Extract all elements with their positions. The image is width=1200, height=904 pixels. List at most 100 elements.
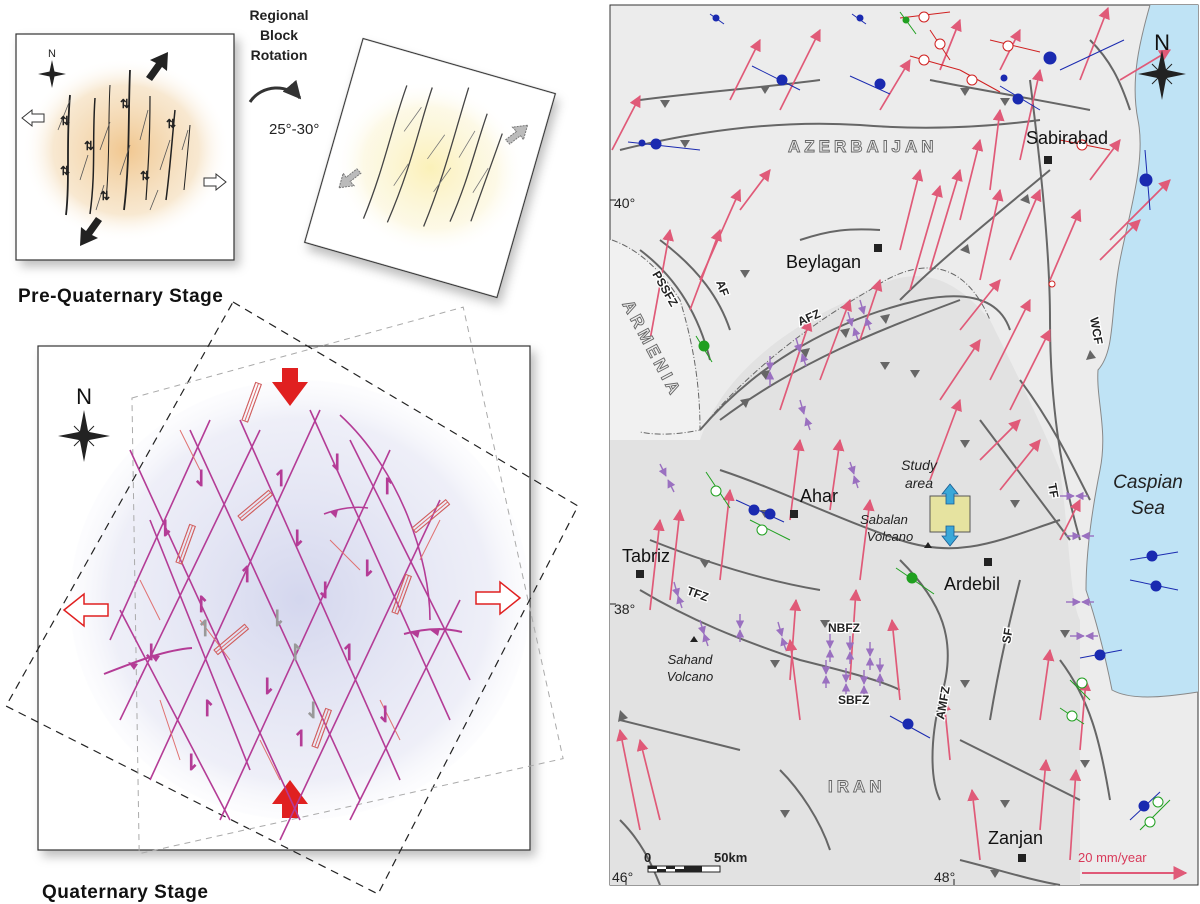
pre-quaternary-panel: N ⇅ ⇅ ⇅ ⇅ ⇅ ⇅ ⇅ [15, 33, 235, 261]
svg-text:⇂: ⇂ [358, 556, 376, 581]
thrust-teeth [618, 86, 1096, 878]
city-labels: Sabirabad Beylagan Ahar Tabriz Ardebil Z… [622, 128, 1108, 848]
extension-arrow-icon [21, 108, 45, 128]
svg-text:Volcano: Volcano [667, 669, 714, 684]
study-area-compression-icon [941, 483, 959, 547]
pre-faults [65, 69, 191, 216]
svg-text:⇃: ⇃ [376, 702, 394, 727]
volcano-labels: Sabalan Volcano Sahand Volcano [667, 512, 914, 684]
focal-mechanisms-blue [627, 13, 1179, 821]
quat-faults [109, 409, 471, 841]
svg-text:Rotation: Rotation [251, 47, 308, 63]
caspian-sea [1086, 5, 1198, 697]
north-arrow-icon: N [1138, 30, 1186, 100]
lat-40: 40° [614, 195, 635, 211]
svg-text:Caspian: Caspian [1113, 472, 1183, 493]
svg-text:⇃: ⇃ [192, 466, 210, 491]
scale-zero: 0 [644, 850, 651, 865]
svg-text:Sahand: Sahand [668, 652, 714, 667]
scale-bar: 0 50km [644, 850, 747, 873]
city-beylagan: Beylagan [786, 252, 861, 272]
north-letter: N [76, 384, 92, 409]
p-axis-pairs [658, 299, 1098, 698]
pre-quaternary-title: Pre-Quaternary Stage [18, 286, 223, 307]
svg-text:Sea: Sea [1131, 498, 1165, 519]
svg-text:WCF: WCF [1087, 316, 1106, 345]
svg-text:SBFZ: SBFZ [838, 693, 869, 707]
compression-arrow-icon [272, 368, 308, 406]
svg-text:Volcano: Volcano [867, 529, 914, 544]
compression-arrow-icon [80, 217, 102, 246]
svg-text:⇅: ⇅ [120, 97, 130, 111]
svg-text:⇂: ⇂ [156, 516, 174, 541]
focal-mechanisms-green [695, 11, 1171, 831]
svg-text:TF: TF [1045, 482, 1061, 499]
svg-text:Sabalan: Sabalan [860, 512, 908, 527]
svg-text:⇃: ⇃ [316, 578, 334, 603]
rotation-angle: 25°-30° [269, 121, 319, 138]
north-arrow-icon: N [58, 384, 110, 462]
svg-text:↾: ↾ [286, 640, 304, 665]
svg-text:⇂: ⇂ [182, 750, 200, 775]
quaternary-title: Quaternary Stage [42, 882, 208, 903]
north-letter: N [1154, 30, 1170, 55]
svg-text:⇂: ⇂ [288, 526, 306, 551]
study-area-label: Study [901, 457, 938, 473]
svg-text:AF: AF [713, 278, 732, 298]
lon-48: 48° [934, 869, 955, 885]
svg-text:⇅: ⇅ [100, 189, 110, 203]
svg-text:⇂: ⇂ [268, 606, 286, 631]
svg-text:NBFZ: NBFZ [828, 621, 860, 635]
country-iran: IRAN [828, 777, 886, 796]
svg-text:↾: ↾ [198, 696, 216, 721]
north-letter: N [48, 48, 56, 60]
slip-symbols: ⇃⇂↿ ⇃↾⇂ ↿⇃↾ ⇂⇃↿ ⇂↾⇃ ↿⇂ [142, 450, 396, 775]
velocity-label: 20 mm/year [1078, 850, 1147, 865]
svg-text:↾: ↾ [192, 592, 210, 617]
graticule-labels: 40° 38° 46° 48° [612, 195, 955, 885]
rotated-block-panel [303, 37, 557, 299]
extension-arrow-icon [62, 592, 109, 628]
city-ahar: Ahar [800, 486, 838, 506]
lon-46: 46° [612, 869, 633, 885]
svg-text:↿: ↿ [196, 616, 214, 641]
north-arrow-icon: N [38, 48, 66, 88]
city-ardebil: Ardebil [944, 574, 1000, 594]
extension-arrow-icon [475, 580, 522, 616]
svg-text:⇅: ⇅ [60, 164, 70, 178]
extension-arrow-icon [203, 172, 227, 192]
lat-38: 38° [614, 601, 635, 617]
study-area-label: area [905, 475, 933, 491]
rotation-arrow-icon [248, 79, 302, 103]
svg-text:⇂: ⇂ [258, 674, 276, 699]
svg-text:Regional: Regional [249, 7, 308, 23]
compression-arrow-icon [146, 52, 168, 81]
svg-text:SF: SF [999, 627, 1015, 645]
scale-fifty: 50km [714, 850, 747, 865]
rotation-label: Regional Block Rotation [249, 7, 308, 63]
city-tabriz: Tabriz [622, 546, 670, 566]
svg-text:⇅: ⇅ [166, 117, 176, 131]
svg-text:⇃: ⇃ [328, 450, 346, 475]
svg-text:↿: ↿ [292, 726, 310, 751]
svg-text:Block: Block [260, 27, 298, 43]
velocity-legend: 20 mm/year [1078, 850, 1188, 880]
svg-text:⇅: ⇅ [60, 114, 70, 128]
svg-text:⇃: ⇃ [142, 640, 160, 665]
map-faults [619, 39, 1131, 886]
tension-gash-icons [175, 381, 451, 749]
city-markers [636, 156, 1052, 862]
focal-mechanisms-red [899, 11, 1111, 288]
quaternary-panel: N [5, 301, 579, 895]
sea-label: Caspian Sea [1113, 472, 1183, 519]
svg-text:⇃: ⇃ [304, 698, 322, 723]
svg-text:⇅: ⇅ [140, 169, 150, 183]
regional-map: Study area Sabirabad Beylagan Ahar Tabri… [609, 4, 1199, 886]
svg-text:↿: ↿ [238, 562, 256, 587]
svg-text:↿: ↿ [272, 466, 290, 491]
svg-text:⇅: ⇅ [84, 139, 94, 153]
city-sabirabad: Sabirabad [1026, 128, 1108, 148]
svg-text:↾: ↾ [378, 474, 396, 499]
svg-text:↿: ↿ [340, 640, 358, 665]
